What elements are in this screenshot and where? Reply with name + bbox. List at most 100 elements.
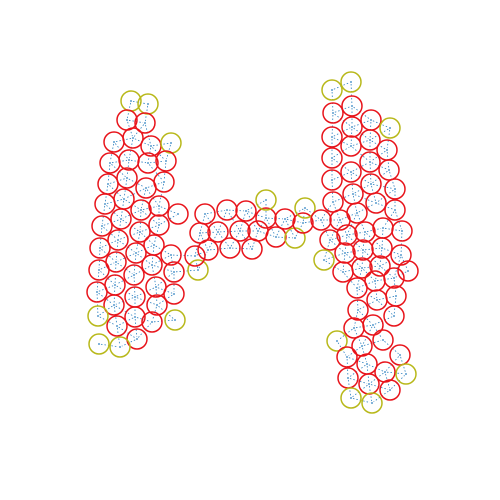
interior-node — [105, 251, 127, 273]
node-center — [351, 105, 353, 107]
neighbor-edge — [361, 251, 364, 267]
node-center — [388, 169, 390, 171]
interior-node — [336, 346, 358, 368]
node-center — [332, 112, 334, 114]
interior-node — [383, 267, 405, 289]
node-center — [113, 304, 115, 306]
neighbor-edge — [325, 253, 344, 260]
neighbor-edge — [109, 143, 115, 162]
interior-node — [319, 229, 341, 251]
node-center — [339, 219, 341, 221]
node-center — [346, 356, 348, 358]
node-center — [173, 271, 175, 273]
neighbor-edge — [400, 232, 403, 254]
node-center — [294, 237, 296, 239]
neighbor-edge — [146, 189, 159, 205]
neighbor-edge — [240, 232, 252, 248]
neighbor-edge — [147, 147, 152, 162]
neighbor-edge — [101, 205, 106, 225]
node-center — [153, 244, 155, 246]
neighbor-edge — [101, 249, 115, 261]
interior-node — [141, 254, 163, 276]
neighbor-edge — [366, 228, 382, 232]
neighbor-edge — [325, 260, 342, 272]
node-center — [135, 252, 137, 254]
neighbor-edge — [172, 254, 194, 257]
interior-node — [103, 294, 125, 316]
interior-node — [124, 306, 146, 328]
neighbor-edge — [344, 236, 348, 252]
neighbor-edge — [133, 254, 137, 274]
node-center — [370, 119, 372, 121]
node-center — [132, 137, 134, 139]
neighbor-edge — [109, 185, 123, 198]
neighbor-edge — [352, 398, 371, 403]
node-center — [265, 217, 267, 219]
neighbor-edge — [99, 316, 116, 326]
interior-node — [359, 151, 381, 173]
interior-node — [322, 102, 344, 124]
node-center — [126, 177, 128, 179]
boundary-node — [87, 305, 109, 327]
node-center — [151, 321, 153, 323]
node-center — [332, 201, 334, 203]
interior-node — [369, 255, 391, 277]
neighbor-edge — [116, 327, 121, 346]
interior-node — [391, 220, 413, 242]
neighbor-edge — [295, 224, 303, 237]
neighbor-edge — [401, 256, 408, 270]
node-center — [371, 402, 373, 404]
node-center — [356, 212, 358, 214]
interior-node — [362, 314, 384, 336]
interior-node — [167, 203, 189, 225]
neighbor-edge — [348, 357, 366, 364]
neighbor-edge — [219, 230, 239, 233]
node-center — [133, 274, 135, 276]
neighbor-edge — [155, 288, 158, 304]
node-center — [304, 207, 306, 209]
node-center — [126, 119, 128, 121]
node-center — [350, 397, 352, 399]
node-center — [158, 205, 160, 207]
node-center — [257, 230, 259, 232]
neighbor-edge — [100, 271, 114, 284]
neighbor-edge — [321, 221, 330, 239]
interior-node — [389, 344, 411, 366]
interior-node — [229, 220, 251, 242]
interior-node — [354, 221, 376, 243]
boundary-node — [294, 197, 316, 219]
neighbor-edge — [331, 91, 334, 112]
neighbor-edge — [354, 311, 358, 327]
interior-node — [321, 147, 343, 169]
neighbor-edge — [115, 241, 119, 261]
node-center — [346, 234, 348, 236]
node-center — [147, 162, 149, 164]
node-center — [386, 149, 388, 151]
interior-node — [107, 229, 129, 251]
neighbor-edge — [333, 127, 351, 137]
interior-node — [160, 244, 182, 266]
neighbor-edge — [115, 297, 134, 305]
neighbor-edge — [331, 114, 334, 136]
neighbor-edge — [160, 214, 177, 225]
neighbor-edge — [378, 301, 393, 315]
neighbor-edge — [286, 219, 302, 223]
node-center — [372, 324, 374, 326]
node-center — [150, 145, 152, 147]
interior-node — [359, 129, 381, 151]
neighbor-edge — [331, 235, 346, 240]
node-center — [302, 222, 304, 224]
neighbor-edge — [340, 221, 347, 234]
interior-node — [163, 283, 185, 305]
node-center — [245, 210, 247, 212]
neighbor-edge — [373, 390, 389, 403]
interior-node — [153, 171, 175, 193]
node-center — [361, 267, 363, 269]
interior-node — [371, 237, 393, 259]
boundary-node — [321, 79, 343, 101]
node-center — [170, 254, 172, 256]
neighbor-edge — [151, 266, 157, 286]
neighbor-edge — [206, 209, 226, 215]
